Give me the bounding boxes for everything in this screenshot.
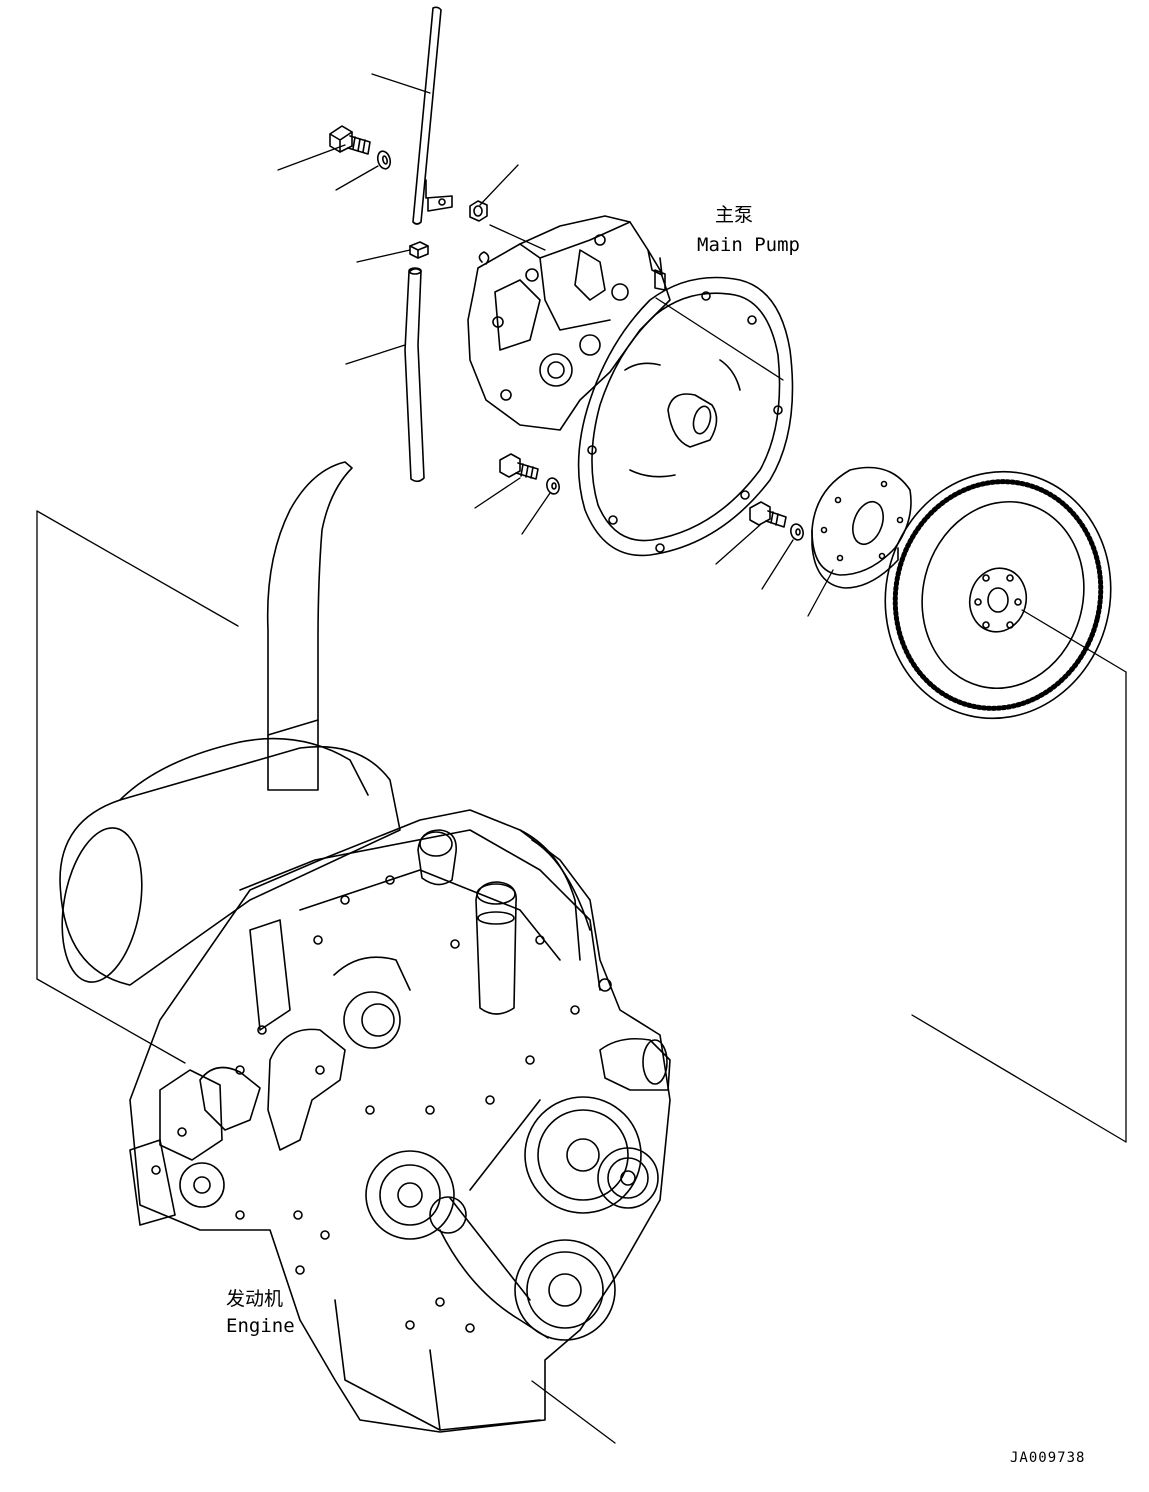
- nut-upper: [469, 200, 488, 222]
- main-pump-label-en: Main Pump: [697, 234, 800, 256]
- main-pump-label-cn: 主泵: [715, 204, 754, 226]
- drawing-code: JA009738: [1010, 1450, 1086, 1466]
- bolt-pump: [499, 453, 539, 480]
- bolt-coupling: [749, 501, 787, 528]
- main-pump: [467, 215, 794, 557]
- engine-label-en: Engine: [226, 1315, 295, 1337]
- tube-lower: [404, 267, 425, 483]
- washer-coupling: [790, 523, 804, 541]
- clamp-nut: [409, 241, 429, 259]
- washer-upper: [376, 150, 392, 170]
- flywheel: [884, 470, 1112, 720]
- coupling-damper: [811, 466, 912, 589]
- leader-lines: [36, 73, 1127, 1444]
- washer-pump: [546, 477, 560, 495]
- engine: [59, 461, 671, 1433]
- engine-label-cn: 发动机: [226, 1288, 284, 1310]
- bolt-upper: [329, 125, 371, 155]
- tube-upper: [412, 6, 453, 225]
